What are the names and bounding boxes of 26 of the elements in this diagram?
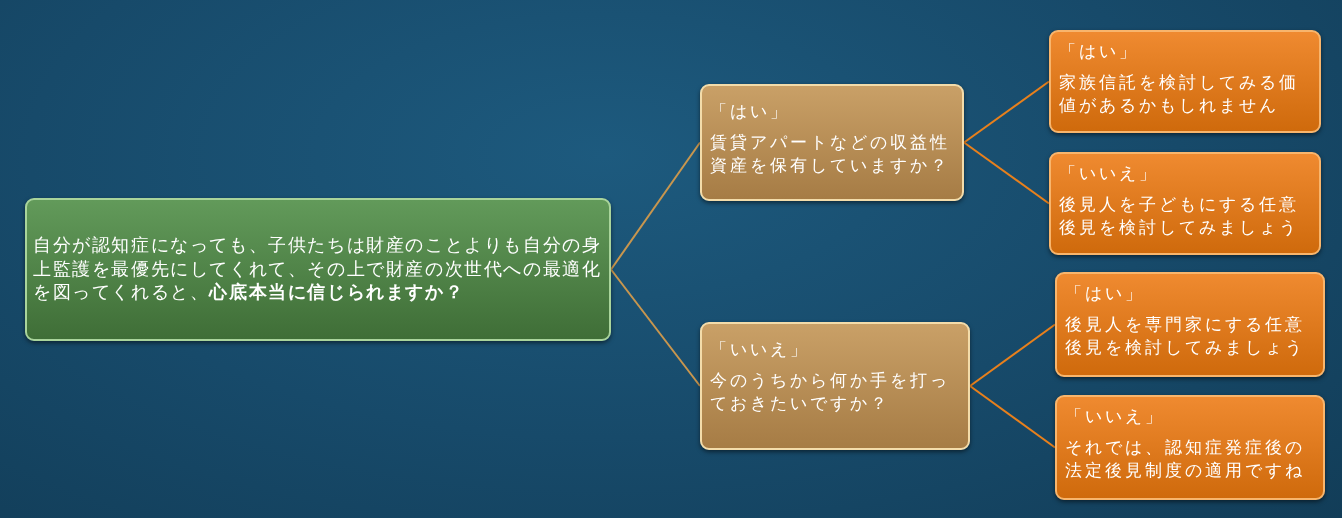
connector-line: [969, 323, 1056, 387]
box-text: 後見人を子どもにする任意後見を検討してみましょう: [1059, 192, 1300, 239]
answer-heading: 「はい」: [1065, 282, 1146, 305]
box-text: それでは、認知症発症後の法定後見制度の適用ですね: [1065, 435, 1306, 482]
connector-line: [963, 141, 1050, 205]
connector-line: [969, 385, 1056, 449]
answer-heading: 「はい」: [1059, 40, 1140, 63]
answer-box: [1049, 152, 1321, 255]
answer-heading: 「いいえ」: [1059, 162, 1160, 185]
connector-line: [963, 80, 1050, 144]
box-text: 家族信託を検討してみる価値があるかもしれません: [1059, 70, 1300, 117]
answer-heading: 「いいえ」: [710, 338, 811, 361]
connector-line: [610, 268, 701, 387]
answer-heading: 「いいえ」: [1065, 405, 1166, 428]
answer-box: [1055, 272, 1325, 377]
answer-box: [1049, 30, 1321, 133]
answer-box: [1055, 395, 1325, 500]
topic-box: [25, 198, 611, 341]
connector-line: [610, 141, 701, 271]
box-text: 今のうちから何か手を打っておきたいですか？: [710, 368, 951, 415]
answer-heading: 「はい」: [710, 100, 791, 123]
box-text: 後見人を専門家にする任意後見を検討してみましょう: [1065, 312, 1306, 359]
question-box: [700, 84, 964, 201]
question-box: [700, 322, 970, 450]
box-text: 自分が認知症になっても、子供たちは財産のことよりも自分の身上監護を最優先にしてくれて、その上で財産の次世代への最適化を図ってくれると、心底本当に信じられますか？: [33, 234, 603, 305]
box-text: 賃貸アパートなどの収益性資産を保有していますか？: [710, 130, 951, 177]
